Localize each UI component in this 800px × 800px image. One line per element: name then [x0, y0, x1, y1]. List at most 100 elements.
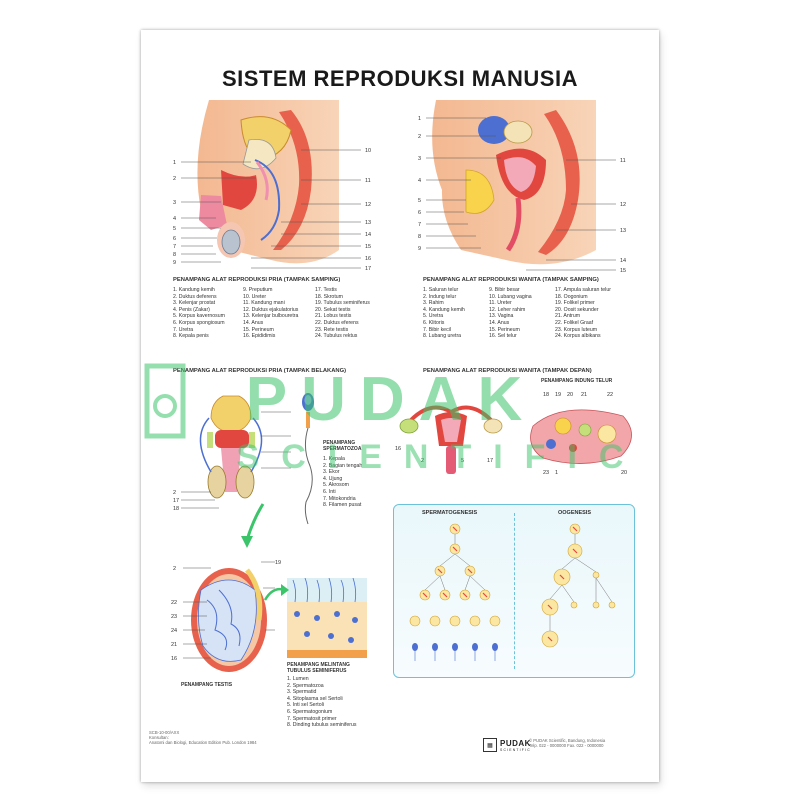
female-legend-col-3: 17. Ampula saluran telur 18. Oogonium 19…	[555, 287, 645, 340]
svg-text:15: 15	[365, 244, 371, 250]
svg-text:19: 19	[275, 560, 281, 566]
sperm-heading-line-2: SPERMATOZOA	[323, 446, 362, 452]
svg-text:14: 14	[365, 232, 371, 238]
footer-note-1: Konsultan:	[149, 735, 169, 740]
svg-text:2: 2	[418, 134, 421, 140]
legend-item: 8. Kepala penis	[173, 333, 209, 340]
female-front-heading: PENAMPANG ALAT REPRODUKSI WANITA (TAMPAK…	[423, 368, 592, 374]
sperm-heading: PENAMPANG SPERMATOZOA	[323, 440, 361, 452]
oogenesis-title: OOGENESIS	[558, 510, 592, 516]
svg-text:1: 1	[418, 116, 421, 122]
svg-text:6: 6	[173, 236, 176, 242]
footer-right-note-2: Telp. 022 - 0000000 Fax. 022 - 0000000	[529, 743, 604, 748]
legend-item: 10. Lubang vagina	[489, 293, 532, 300]
male-side-legend: 1. Kandung kemih 2. Duktus deferens 3. K…	[173, 287, 383, 343]
legend-item: 18. Oogonium	[555, 293, 588, 300]
brand-sub: SCIENTIFIC	[500, 747, 531, 752]
legend-item: 7. Spermatosit primer	[287, 715, 337, 722]
svg-text:12: 12	[365, 202, 371, 208]
legend-item: 5. Uretra	[423, 313, 444, 320]
legend-item: 16. Epididimis	[243, 333, 276, 340]
legend-item: 13. Kelenjar bulbouretra	[243, 313, 299, 320]
legend-item: 23. Rete testis	[315, 326, 349, 333]
legend-item: 21. Lobus testis	[315, 313, 352, 320]
legend-item: 21. Antrum	[555, 313, 581, 320]
svg-text:7: 7	[173, 244, 176, 250]
spermatogenesis-diagram	[409, 523, 501, 661]
legend-item: 5. Korpus kavernosum	[173, 313, 225, 320]
legend-item: 4. Sitoplasma sel Sertoli	[287, 695, 343, 702]
legend-item: 18. Skrotum	[315, 293, 343, 300]
legend-item: 14. Anus	[489, 319, 510, 326]
svg-text:22: 22	[171, 600, 177, 606]
tubulus-heading-line-1: PENAMPANG MELINTANG	[287, 662, 350, 668]
legend-item: 3. Kelenjar prostat	[173, 300, 216, 307]
svg-text:11: 11	[620, 158, 626, 164]
svg-text:20: 20	[567, 392, 573, 398]
tubulus-legend: 1. Lumen 2. Spermatozoa 3. Spermatid 4. …	[287, 676, 387, 736]
legend-item: 20. Oosit sekunder	[555, 306, 599, 313]
legend-item: 11. Ureter	[489, 300, 512, 307]
legend-item: 22. Duktus eferens	[315, 319, 359, 326]
legend-item: 4. Ujung	[323, 475, 343, 482]
poster-title: SISTEM REPRODUKSI MANUSIA	[222, 66, 578, 91]
female-side-legend: 1. Saluran telur 2. Indung telur 3. Rahi…	[423, 287, 643, 343]
legend-item: 7. Bibir kecil	[423, 326, 451, 333]
brand-name: PUDAK	[500, 738, 531, 748]
svg-text:20: 20	[621, 470, 627, 476]
svg-text:8: 8	[418, 234, 421, 240]
legend-item: 8. Filamen pusat	[323, 502, 362, 509]
svg-text:1: 1	[173, 160, 176, 166]
svg-text:14: 14	[620, 258, 626, 264]
legend-item: 6. Spermatogonium	[287, 708, 333, 715]
svg-text:11: 11	[365, 178, 371, 184]
legend-item: 14. Anus	[243, 319, 264, 326]
arrow-icon	[241, 503, 265, 548]
svg-text:3: 3	[418, 156, 421, 162]
svg-text:16: 16	[171, 656, 177, 662]
pudak-logo-icon: ▦	[483, 738, 497, 752]
footer-right-note-1: © PUDAK Scientific, Bandung, Indonesia	[529, 738, 606, 743]
footer-right-notes: © PUDAK Scientific, Bandung, Indonesia T…	[529, 738, 655, 748]
legend-item: 7. Mitokondria	[323, 495, 356, 502]
svg-text:13: 13	[365, 220, 371, 226]
female-legend-col-1: 1. Saluran telur 2. Indung telur 3. Rahi…	[423, 287, 513, 340]
svg-text:2: 2	[421, 458, 424, 464]
spermatozoa-figure	[302, 393, 314, 525]
footer-left-notes: SCB-10-00/AXX Konsultan: Anatomi dan Bio…	[149, 730, 269, 745]
legend-item: 2. Duktus deferens	[173, 293, 217, 300]
svg-text:17: 17	[487, 458, 493, 464]
legend-item: 1. Lumen	[287, 676, 309, 682]
legend-item: 19. Tubulus seminiferus	[315, 300, 370, 307]
legend-item: 6. Klitoris	[423, 319, 445, 326]
svg-text:18: 18	[173, 506, 179, 512]
legend-item: 6. Korpus spongiosum	[173, 319, 225, 326]
sperm-legend: 1. Kepala 2. Bagian tengah 3. Ekor 4. Uj…	[323, 456, 393, 516]
legend-item: 15. Perineum	[489, 326, 520, 333]
legend-item: 22. Folikel Graaf	[555, 319, 594, 326]
legend-item: 3. Ekor	[323, 469, 340, 476]
svg-text:16: 16	[365, 256, 371, 262]
tubulus-figure	[287, 578, 367, 658]
svg-text:17: 17	[173, 498, 179, 504]
svg-text:24: 24	[171, 628, 177, 634]
svg-text:23: 23	[543, 470, 549, 476]
svg-text:2: 2	[173, 176, 176, 182]
svg-text:10: 10	[365, 148, 371, 154]
legend-item: 8. Dinding tubulus seminiferus	[287, 722, 357, 729]
testis-heading: PENAMPANG TESTIS	[181, 682, 233, 688]
legend-item: 12. Duktus ejakulatorius	[243, 306, 299, 313]
svg-text:1: 1	[555, 470, 558, 476]
svg-text:3: 3	[173, 200, 176, 206]
svg-text:5: 5	[418, 198, 421, 204]
spermatogenesis-title: SPERMATOGENESIS	[422, 510, 478, 516]
male-side-heading: PENAMPANG ALAT REPRODUKSI PRIA (TAMPAK S…	[173, 277, 341, 283]
svg-text:5: 5	[173, 226, 176, 232]
